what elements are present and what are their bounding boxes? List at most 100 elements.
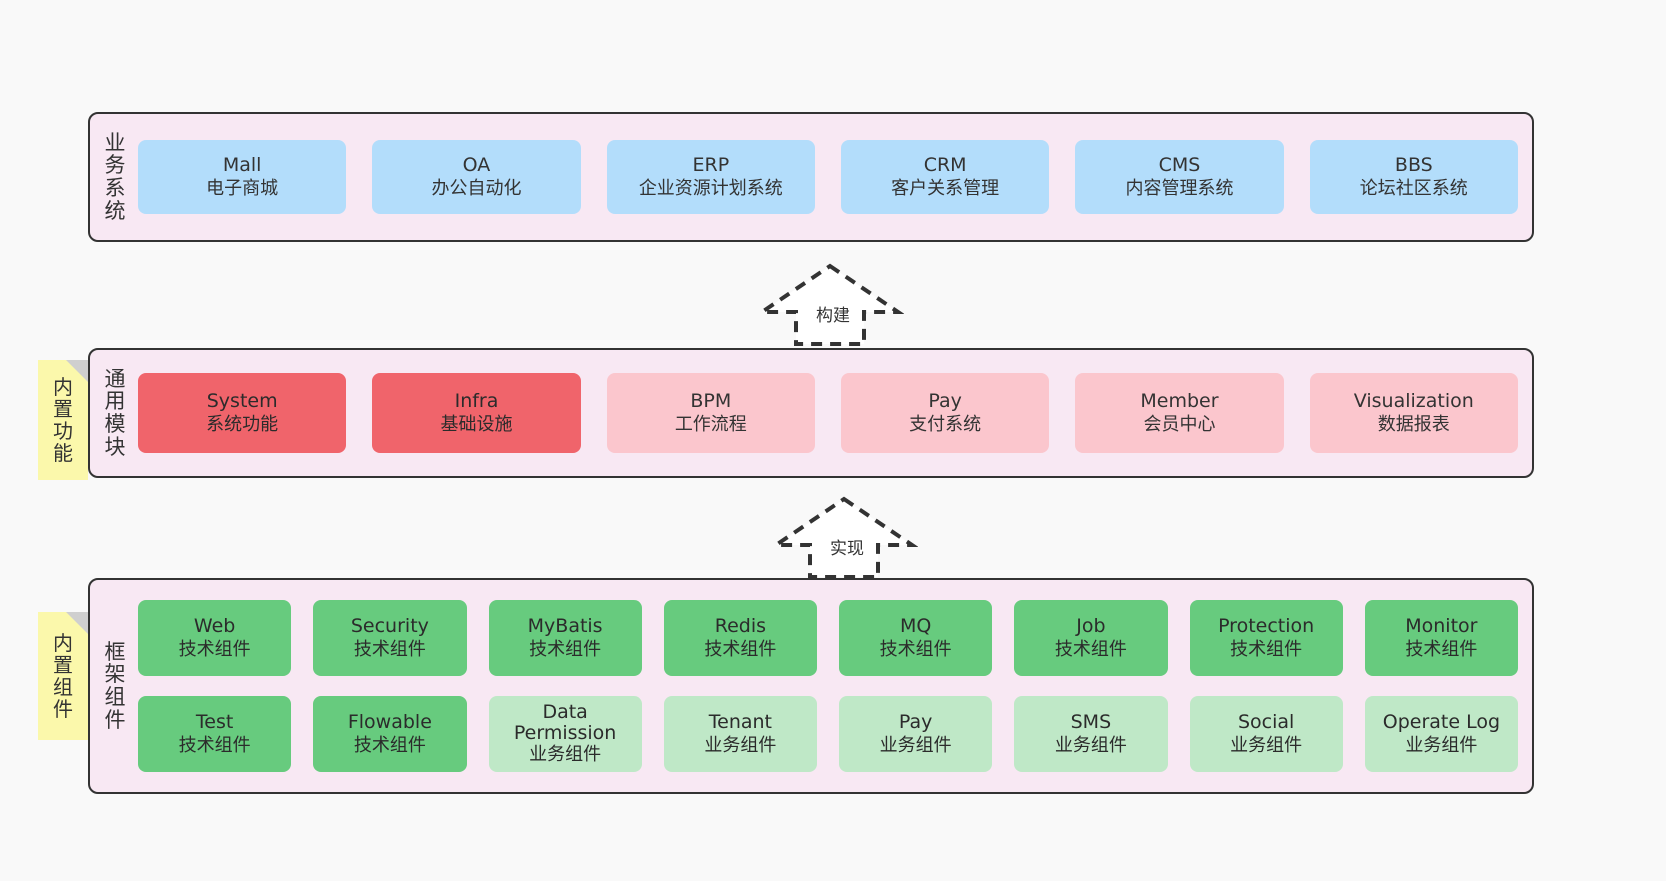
card-data-permission[interactable]: Data Permission 业务组件 (488, 696, 642, 772)
layer-title-business-system: 业务系统 (90, 114, 134, 240)
card-subtitle: 会员中心 (1143, 413, 1216, 435)
card-test[interactable]: Test 技术组件 (138, 696, 292, 772)
card-title: CRM (923, 154, 967, 177)
card-monitor[interactable]: Monitor 技术组件 (1364, 600, 1518, 676)
card-subtitle: 业务组件 (1054, 734, 1127, 756)
note-text: 内置组件 (53, 631, 73, 721)
card-title: BPM (690, 390, 732, 413)
card-title: Mall (222, 154, 262, 177)
card-protection[interactable]: Protection 技术组件 (1189, 600, 1343, 676)
card-subtitle: 业务组件 (704, 734, 777, 756)
card-title: Job (1076, 615, 1106, 638)
card-infra[interactable]: Infra 基础设施 (372, 373, 581, 453)
card-row: System 系统功能 Infra 基础设施 BPM 工作流程 Pay 支付系统… (138, 373, 1518, 453)
card-subtitle: 业务组件 (1230, 734, 1303, 756)
layer-common-module: 通用模块 System 系统功能 Infra 基础设施 BPM 工作流程 Pay (88, 348, 1534, 478)
card-title: CMS (1158, 154, 1201, 177)
connector-implement: 实现 (770, 495, 918, 581)
layer-framework-component: 框架组件 Web 技术组件 Security 技术组件 MyBatis 技术组件… (88, 578, 1534, 794)
card-subtitle: 内容管理系统 (1125, 177, 1234, 199)
card-pay-business[interactable]: Pay 业务组件 (839, 696, 993, 772)
card-row: Test 技术组件 Flowable 技术组件 Data Permission … (138, 696, 1518, 772)
card-subtitle: 技术组件 (879, 638, 952, 660)
card-title: SMS (1070, 711, 1112, 734)
card-web[interactable]: Web 技术组件 (138, 600, 292, 676)
layer-title-text: 业务系统 (104, 130, 126, 223)
card-title: MyBatis (527, 615, 603, 638)
card-title: Redis (714, 615, 767, 638)
card-title: Data Permission (513, 701, 617, 745)
note-builtin-feature: 内置功能 (38, 360, 88, 480)
card-title: ERP (692, 154, 730, 177)
card-row: Mall 电子商城 OA 办公自动化 ERP 企业资源计划系统 CRM 客户关系… (138, 140, 1518, 214)
card-subtitle: 业务组件 (529, 743, 602, 765)
card-title: Test (195, 711, 234, 734)
card-title: Infra (454, 390, 499, 413)
card-member[interactable]: Member 会员中心 (1075, 373, 1284, 453)
card-title: Visualization (1353, 390, 1474, 413)
card-mall[interactable]: Mall 电子商城 (138, 140, 347, 214)
card-title: MQ (899, 615, 932, 638)
card-tenant[interactable]: Tenant 业务组件 (663, 696, 817, 772)
card-mq[interactable]: MQ 技术组件 (839, 600, 993, 676)
card-subtitle: 技术组件 (178, 734, 251, 756)
build-arrow-icon (756, 263, 904, 346)
card-title: OA (462, 154, 491, 177)
card-subtitle: 客户关系管理 (891, 177, 1000, 199)
card-title: Pay (898, 711, 933, 734)
layer-body-framework-component: Web 技术组件 Security 技术组件 MyBatis 技术组件 Redi… (134, 580, 1532, 792)
card-title: Web (193, 615, 236, 638)
note-builtin-component: 内置组件 (38, 612, 88, 740)
card-redis[interactable]: Redis 技术组件 (663, 600, 817, 676)
card-row: Web 技术组件 Security 技术组件 MyBatis 技术组件 Redi… (138, 600, 1518, 676)
card-title: Monitor (1405, 615, 1478, 638)
card-subtitle: 技术组件 (1405, 638, 1478, 660)
note-fold-corner-icon (66, 612, 88, 634)
card-subtitle: 论坛社区系统 (1359, 177, 1468, 199)
card-sms[interactable]: SMS 业务组件 (1014, 696, 1168, 772)
card-subtitle: 电子商城 (206, 177, 279, 199)
card-security[interactable]: Security 技术组件 (313, 600, 467, 676)
card-flowable[interactable]: Flowable 技术组件 (313, 696, 467, 772)
card-title: System (206, 390, 278, 413)
card-bpm[interactable]: BPM 工作流程 (606, 373, 815, 453)
note-fold-corner-icon (66, 360, 88, 382)
layer-title-text: 通用模块 (104, 366, 126, 459)
card-subtitle: 技术组件 (1230, 638, 1303, 660)
card-title: Security (350, 615, 429, 638)
card-bbs[interactable]: BBS 论坛社区系统 (1309, 140, 1518, 214)
card-subtitle: 企业资源计划系统 (638, 177, 783, 199)
card-title: Flowable (347, 711, 432, 734)
connector-build-label: 构建 (816, 306, 850, 326)
layer-body-common-module: System 系统功能 Infra 基础设施 BPM 工作流程 Pay 支付系统… (134, 350, 1532, 476)
card-subtitle: 技术组件 (1054, 638, 1127, 660)
card-job[interactable]: Job 技术组件 (1014, 600, 1168, 676)
card-erp[interactable]: ERP 企业资源计划系统 (606, 140, 815, 214)
card-title: Protection (1218, 615, 1315, 638)
layer-business-system: 业务系统 Mall 电子商城 OA 办公自动化 ERP 企业资源计划系统 CRM (88, 112, 1534, 242)
card-subtitle: 基础设施 (440, 413, 513, 435)
card-title: Pay (928, 390, 962, 413)
card-subtitle: 业务组件 (1405, 734, 1478, 756)
card-title: Member (1140, 390, 1219, 413)
card-cms[interactable]: CMS 内容管理系统 (1075, 140, 1284, 214)
card-title: BBS (1394, 154, 1433, 177)
card-pay[interactable]: Pay 支付系统 (840, 373, 1050, 453)
card-social[interactable]: Social 业务组件 (1189, 696, 1343, 772)
card-crm[interactable]: CRM 客户关系管理 (840, 140, 1050, 214)
card-visualization[interactable]: Visualization 数据报表 (1309, 373, 1518, 453)
card-subtitle: 技术组件 (529, 638, 602, 660)
card-subtitle: 技术组件 (353, 638, 426, 660)
card-operate-log[interactable]: Operate Log 业务组件 (1364, 696, 1518, 772)
card-subtitle: 支付系统 (909, 413, 982, 435)
layer-title-framework-component: 框架组件 (90, 580, 134, 792)
note-text: 内置功能 (53, 375, 73, 465)
connector-implement-label: 实现 (830, 539, 864, 559)
card-subtitle: 办公自动化 (431, 177, 522, 199)
card-system[interactable]: System 系统功能 (138, 373, 347, 453)
card-mybatis[interactable]: MyBatis 技术组件 (488, 600, 642, 676)
card-oa[interactable]: OA 办公自动化 (372, 140, 581, 214)
card-subtitle: 技术组件 (353, 734, 426, 756)
card-subtitle: 技术组件 (704, 638, 777, 660)
